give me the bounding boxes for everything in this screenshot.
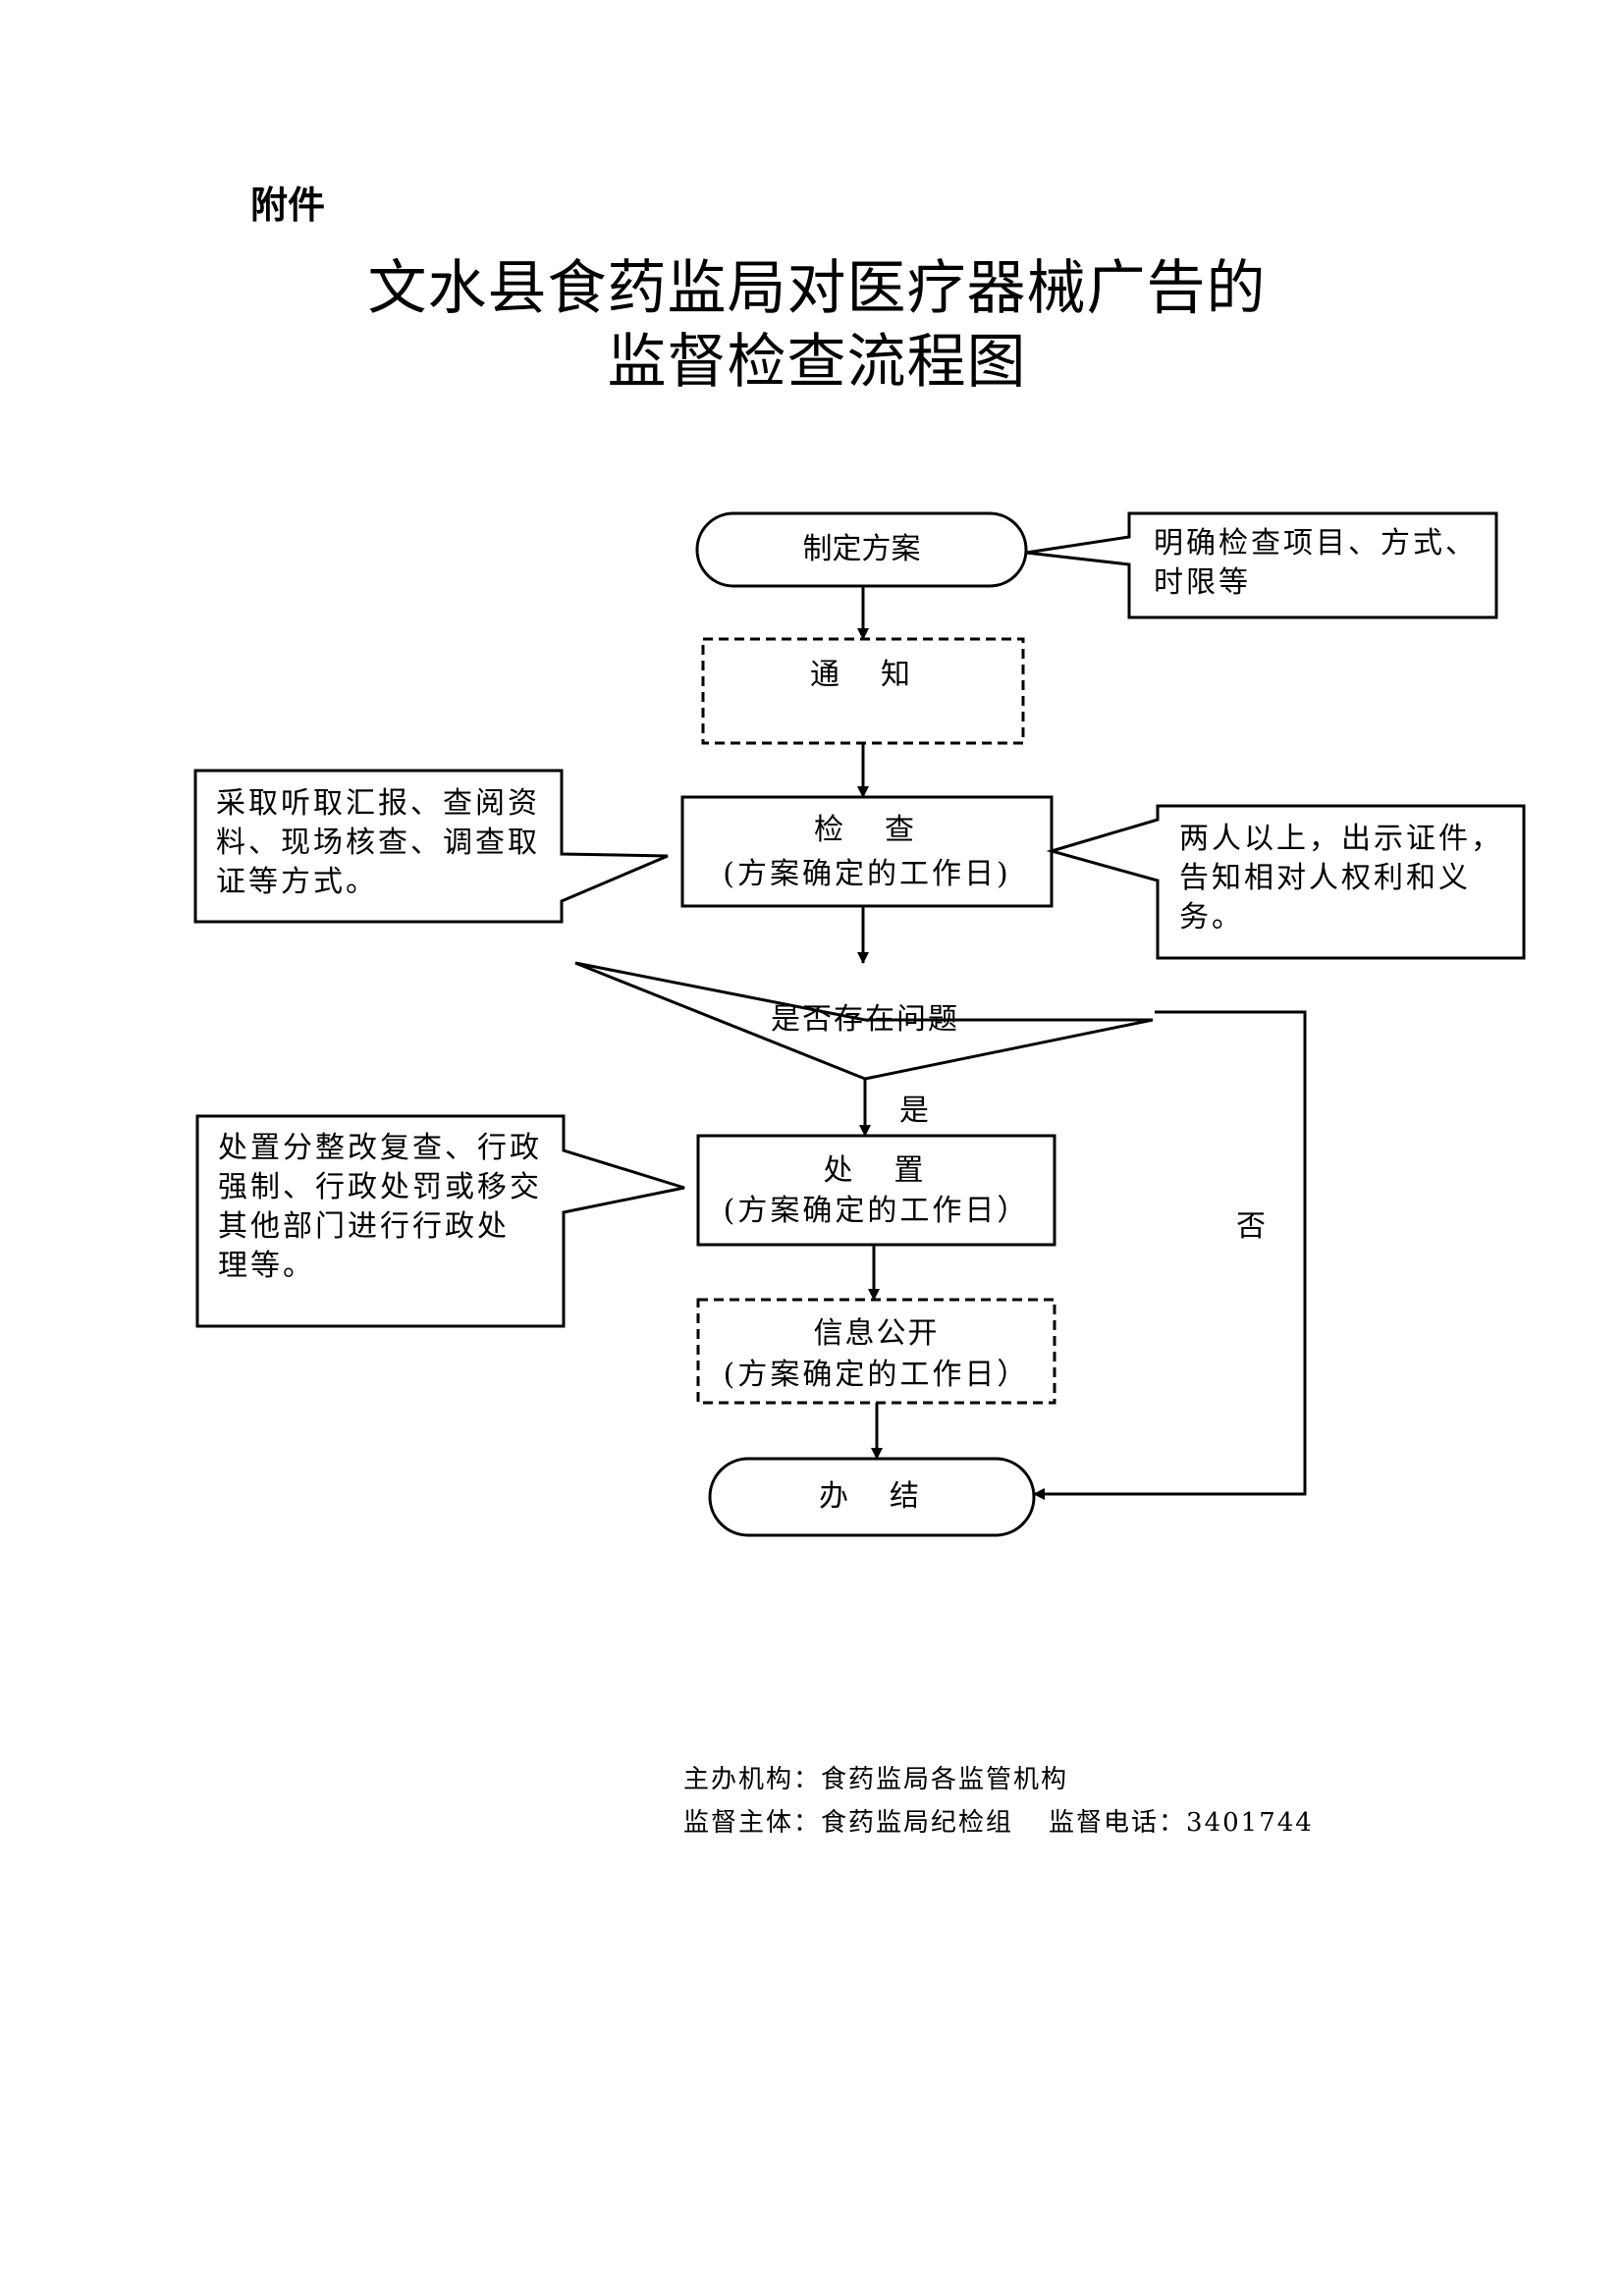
decision-yes-label: 是 bbox=[899, 1094, 929, 1128]
dispose-note-line: 强制、行政处罚或移交 bbox=[218, 1170, 542, 1204]
inspect-right-note-callout bbox=[1046, 804, 1526, 960]
footer-phone-value: 3401744 bbox=[1186, 1808, 1314, 1838]
inspect-left-note-text: 采取听取汇报、查阅资 料、现场核查、调查取 证等方式。 bbox=[216, 784, 540, 902]
inspect-left-note-line: 采取听取汇报、查阅资 bbox=[216, 786, 540, 821]
plan-note-line: 时限等 bbox=[1154, 565, 1251, 600]
dispose-node-sublabel: (方案确定的工作日） bbox=[723, 1194, 1030, 1228]
page-title-line2: 监督检查流程图 bbox=[607, 328, 1027, 397]
plan-note-text: 明确检查项目、方式、 时限等 bbox=[1154, 524, 1478, 603]
footer-phone-label: 监督电话： bbox=[1049, 1808, 1187, 1838]
footer-host-label: 主办机构： bbox=[683, 1765, 822, 1794]
footer-supervisor: 监督主体：食药监局纪检组 监督电话：3401744 bbox=[683, 1802, 1314, 1839]
inspect-left-note-line: 料、现场核查、调查取 bbox=[216, 826, 540, 860]
dispose-note-text: 处置分整改复查、行政 强制、行政处罚或移交 其他部门进行行政处 理等。 bbox=[218, 1129, 542, 1286]
plan-note-callout bbox=[1025, 511, 1498, 619]
inspect-right-note-line: 务。 bbox=[1179, 900, 1244, 934]
dispose-note-callout bbox=[195, 1114, 685, 1328]
start-node-label: 制定方案 bbox=[802, 532, 921, 566]
footer-supervisor-value: 食药监局纪检组 bbox=[821, 1808, 1014, 1838]
dispose-note-line: 处置分整改复查、行政 bbox=[218, 1131, 542, 1165]
footer-supervisor-label: 监督主体： bbox=[683, 1808, 822, 1838]
inspect-right-note-line: 告知相对人权利和义 bbox=[1179, 861, 1471, 895]
inspect-node-label: 检 查 bbox=[814, 813, 920, 847]
decision-node-label: 是否存在问题 bbox=[771, 1002, 959, 1037]
footer-host-value: 食药监局各监管机构 bbox=[821, 1765, 1069, 1794]
footer-host: 主办机构：食药监局各监管机构 bbox=[683, 1759, 1068, 1795]
inspect-left-note-line: 证等方式。 bbox=[216, 865, 378, 899]
page-title-line1: 文水县食药监局对医疗器械广告的 bbox=[367, 254, 1267, 323]
dispose-node-label: 处 置 bbox=[823, 1153, 930, 1188]
dispose-note-line: 理等。 bbox=[218, 1249, 315, 1283]
publish-node-sublabel: (方案确定的工作日） bbox=[723, 1358, 1030, 1392]
dispose-node bbox=[696, 1134, 1056, 1247]
inspect-right-note-line: 两人以上，出示证件， bbox=[1179, 822, 1503, 856]
inspect-right-note-text: 两人以上，出示证件， 告知相对人权利和义 务。 bbox=[1179, 820, 1503, 937]
arrow-decision-no bbox=[1033, 1010, 1307, 1500]
dispose-note-line: 其他部门进行行政处 bbox=[218, 1209, 510, 1244]
notice-node-label: 通 知 bbox=[810, 658, 916, 692]
decision-node bbox=[574, 961, 1154, 1081]
inspect-node-sublabel: (方案确定的工作日) bbox=[723, 857, 1011, 891]
plan-note-line: 明确检查项目、方式、 bbox=[1154, 526, 1478, 561]
decision-no-label: 否 bbox=[1236, 1209, 1266, 1244]
attachment-label: 附件 bbox=[250, 184, 326, 227]
end-node-label: 办 结 bbox=[819, 1479, 925, 1514]
inspect-left-note-callout bbox=[193, 769, 669, 924]
publish-node-label: 信息公开 bbox=[813, 1316, 940, 1351]
